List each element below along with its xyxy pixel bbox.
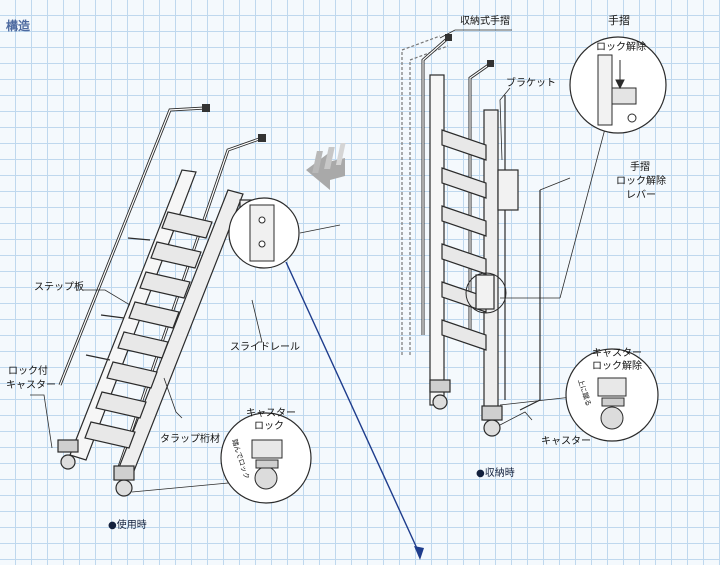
- label-bracket: ブラケット: [506, 76, 556, 89]
- label-slide-rail: スライドレール: [230, 341, 300, 353]
- caption-stored: ●収納時: [476, 466, 515, 479]
- label-trap-beam: タラップ桁材: [160, 432, 220, 445]
- label-lever-line1: 手摺: [630, 160, 650, 173]
- label-step-board: ステップ板: [34, 280, 84, 293]
- motion-arrow-icon: [306, 143, 346, 190]
- caster-lock-detail: [220, 412, 312, 504]
- bracket-highlight-circle: [465, 272, 507, 314]
- right-leaders: [439, 29, 607, 426]
- label-caster-lock-line2: ロック: [254, 420, 284, 432]
- slide-rail-detail: [228, 197, 341, 269]
- page-title: 構造: [6, 18, 31, 33]
- caster-release-detail: [565, 348, 659, 442]
- blue-arrow: [285, 261, 424, 560]
- label-lever-line2: ロック解除: [616, 174, 666, 187]
- label-caster-release-line1: キャスター: [592, 347, 642, 359]
- ladder-in-use: [57, 104, 266, 497]
- label-caster-lock-line1: キャスター: [246, 407, 296, 419]
- label-handrail-title: 手摺: [608, 13, 630, 27]
- label-lock-caster-line1: ロック付: [8, 364, 48, 377]
- ladder-stored: [401, 34, 541, 437]
- label-caster: キャスター: [541, 435, 591, 447]
- handrail-lock-detail: [569, 36, 667, 134]
- label-lever-line3: レバー: [626, 189, 656, 201]
- caption-in-use: ●使用時: [108, 518, 147, 531]
- label-lock-release: ロック解除: [596, 40, 646, 53]
- label-storage-handrail: 収納式手摺: [460, 14, 510, 27]
- label-lock-caster-line2: キャスター: [6, 379, 56, 391]
- label-caster-release-line2: ロック解除: [592, 359, 642, 372]
